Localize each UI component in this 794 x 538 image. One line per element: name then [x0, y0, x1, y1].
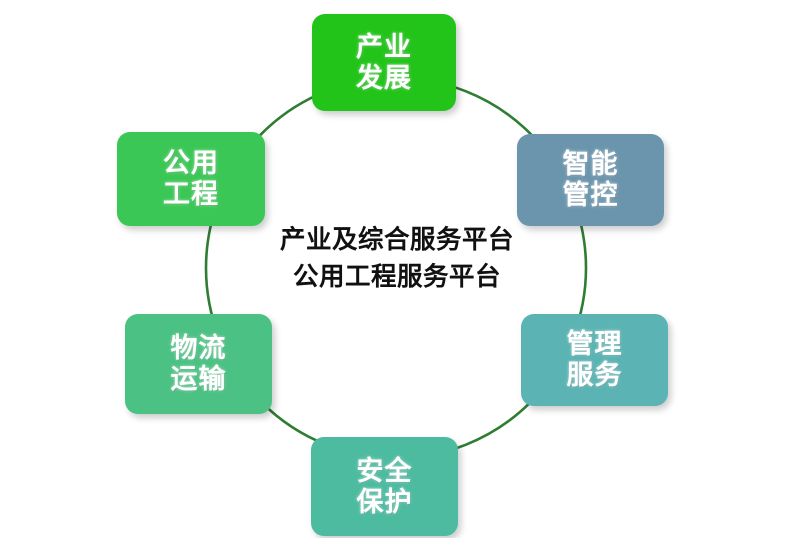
node-label-line-1: 管理	[566, 329, 623, 360]
node-management-service[interactable]: 管理 服务	[521, 314, 668, 406]
node-utility-engineering[interactable]: 公用 工程	[117, 132, 265, 226]
center-label-line-2: 公用工程服务平台	[292, 262, 501, 292]
node-label-line-2: 发展	[356, 62, 412, 94]
node-label-line-1: 安全	[356, 455, 413, 487]
center-label-line-1: 产业及综合服务平台	[279, 225, 514, 255]
node-label-line-2: 保护	[356, 486, 413, 518]
node-label-line-1: 产业	[356, 31, 412, 63]
node-label-line-1: 智能	[562, 149, 619, 180]
node-label-line-2: 运输	[170, 364, 227, 395]
center-platform-label: 产业及综合服务平台 公用工程服务平台	[197, 222, 597, 296]
node-label-line-1: 物流	[170, 333, 227, 364]
node-label-line-2: 服务	[566, 360, 623, 391]
node-logistics-transport[interactable]: 物流 运输	[125, 314, 272, 414]
node-label-line-1: 公用	[163, 148, 219, 179]
node-intelligent-control[interactable]: 智能 管控	[517, 134, 664, 226]
node-label-line-2: 工程	[163, 179, 219, 210]
node-label-line-2: 管控	[562, 180, 619, 211]
node-safety-protection[interactable]: 安全 保护	[311, 437, 458, 536]
node-industry-development[interactable]: 产业 发展	[312, 14, 456, 111]
